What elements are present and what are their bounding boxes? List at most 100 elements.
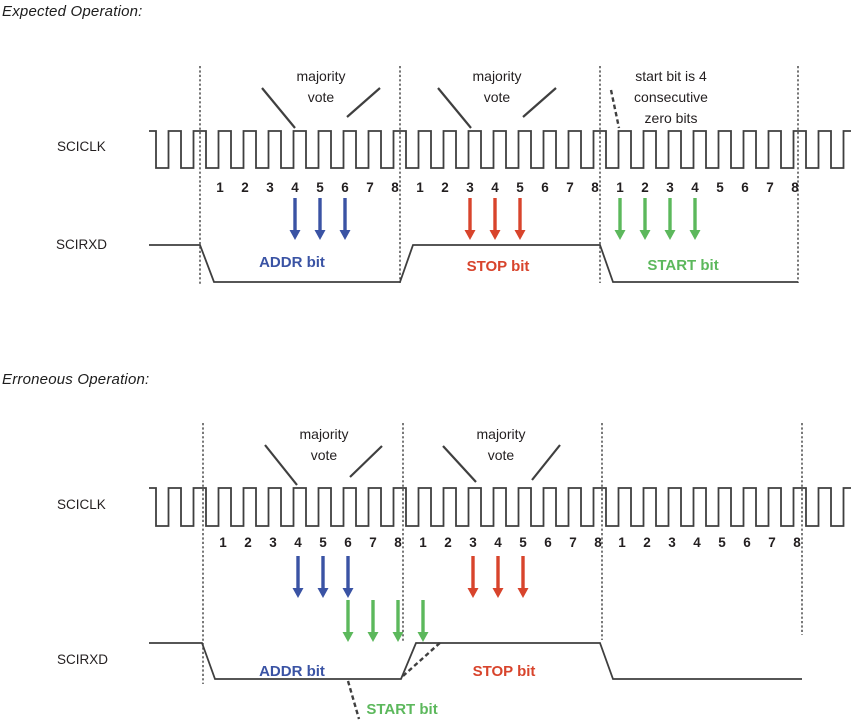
bit-number: 4 <box>691 180 699 195</box>
callout-line: start bit is 4 <box>635 68 707 84</box>
erroneous-stop-bit-label: STOP bit <box>472 663 536 680</box>
bit-number: 6 <box>344 535 352 550</box>
bit-number: 8 <box>594 535 602 550</box>
bit-number: 1 <box>616 180 624 195</box>
sample-arrow-head <box>417 632 429 642</box>
bit-number: 2 <box>444 535 452 550</box>
bit-number: 7 <box>768 535 776 550</box>
sample-arrow-head <box>317 588 329 598</box>
bit-number: 2 <box>441 180 449 195</box>
bit-number: 7 <box>569 535 577 550</box>
bit-number: 8 <box>591 180 599 195</box>
callout-line: vote <box>487 447 515 463</box>
erroneous-start-bit-label: START bit <box>366 701 438 718</box>
scirxd-waveform <box>149 244 798 283</box>
erroneous-section-title: Erroneous Operation: <box>2 371 150 388</box>
callout-line: vote <box>310 447 338 463</box>
bit-number: 2 <box>641 180 649 195</box>
callout-pointer-line <box>261 87 296 129</box>
bit-number: 4 <box>494 535 502 550</box>
bit-number: 4 <box>693 535 701 550</box>
scirxd-waveform <box>149 642 802 680</box>
bit-number: 4 <box>491 180 499 195</box>
bit-number: 5 <box>319 535 327 550</box>
bit-number: 5 <box>716 180 724 195</box>
bit-number: 1 <box>618 535 626 550</box>
bit-number: 3 <box>269 535 277 550</box>
bit-number: 8 <box>394 535 402 550</box>
sample-arrow-head <box>342 632 354 642</box>
majority-vote-callout: majority vote <box>472 66 521 108</box>
callout-pointer-line <box>442 445 477 483</box>
erroneous-scirxd-label: SCIRXD <box>57 652 109 667</box>
sample-arrow-head <box>339 230 351 240</box>
bit-number: 6 <box>741 180 749 195</box>
majority-vote-callout: majority vote <box>296 66 345 108</box>
sample-arrow-head <box>492 588 504 598</box>
sample-arrow-head <box>517 588 529 598</box>
callout-line: majority <box>472 68 522 84</box>
sample-arrow-head <box>292 588 304 598</box>
callout-line: zero bits <box>644 110 698 126</box>
bit-number: 3 <box>668 535 676 550</box>
bit-number: 5 <box>316 180 324 195</box>
sciclk-waveform <box>149 487 851 527</box>
sample-arrow-head <box>689 230 701 240</box>
majority-vote-callout: majority vote <box>299 424 348 466</box>
start-bit-note-callout: start bit is 4 consecutive zero bits <box>634 66 708 129</box>
callout-pointer-line <box>522 87 557 118</box>
sample-arrow-head <box>464 230 476 240</box>
bit-number: 1 <box>219 535 227 550</box>
bit-number: 3 <box>469 535 477 550</box>
callout-line: majority <box>476 426 526 442</box>
bit-number: 2 <box>244 535 252 550</box>
leader-line <box>609 89 621 129</box>
bit-number: 1 <box>216 180 224 195</box>
sample-arrow-head <box>489 230 501 240</box>
expected-section-title: Expected Operation: <box>2 3 143 20</box>
bit-number: 6 <box>743 535 751 550</box>
sample-arrow-head <box>614 230 626 240</box>
bit-number: 5 <box>516 180 524 195</box>
bit-number: 4 <box>294 535 302 550</box>
bit-number: 8 <box>793 535 801 550</box>
bit-number: 3 <box>466 180 474 195</box>
bit-number: 3 <box>666 180 674 195</box>
sample-arrow-head <box>392 632 404 642</box>
expected-start-bit-label: START bit <box>647 257 719 274</box>
expected-sciclk-label: SCICLK <box>57 139 106 154</box>
bit-number: 5 <box>718 535 726 550</box>
callout-pointer-line <box>346 87 381 118</box>
bit-number: 7 <box>366 180 374 195</box>
bit-number: 2 <box>643 535 651 550</box>
sample-arrow-head <box>639 230 651 240</box>
sample-arrow-head <box>664 230 676 240</box>
bit-number: 5 <box>519 535 527 550</box>
callout-line: majority <box>299 426 349 442</box>
callout-line: consecutive <box>634 89 708 105</box>
bit-number: 7 <box>369 535 377 550</box>
majority-vote-callout: majority vote <box>476 424 525 466</box>
leader-line <box>402 640 443 677</box>
bit-number: 4 <box>291 180 299 195</box>
bit-number: 1 <box>419 535 427 550</box>
expected-addr-bit-label: ADDR bit <box>259 254 325 271</box>
sample-arrow-head <box>367 632 379 642</box>
bit-number: 6 <box>341 180 349 195</box>
callout-line: vote <box>483 89 511 105</box>
sample-arrow-head <box>289 230 301 240</box>
bit-number: 6 <box>541 180 549 195</box>
callout-pointer-line <box>264 444 298 486</box>
bit-number: 7 <box>566 180 574 195</box>
sciclk-waveform <box>149 130 851 169</box>
sample-arrow-head <box>314 230 326 240</box>
bit-number: 1 <box>416 180 424 195</box>
callout-line: vote <box>307 89 335 105</box>
bit-number: 8 <box>391 180 399 195</box>
bit-number: 7 <box>766 180 774 195</box>
callout-pointer-line <box>349 445 383 478</box>
bit-number: 6 <box>544 535 552 550</box>
callout-pointer-line <box>437 87 472 129</box>
